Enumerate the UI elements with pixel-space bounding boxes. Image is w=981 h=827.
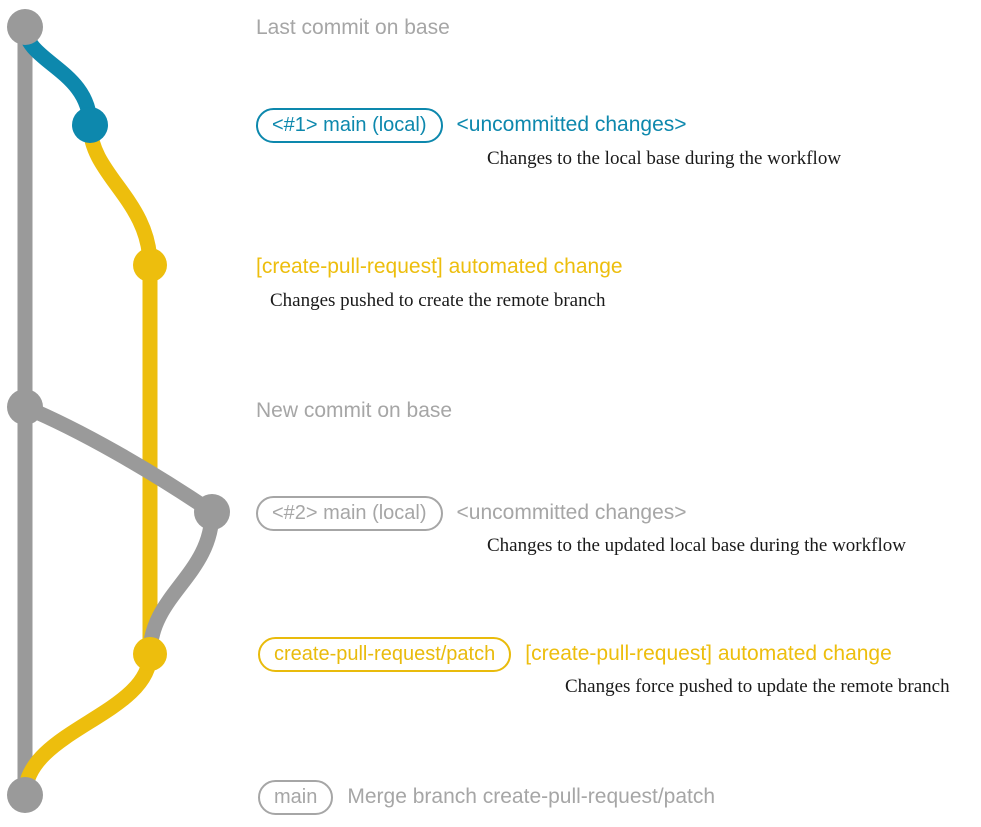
commit-subject-local-2: <uncommitted changes> (456, 501, 687, 524)
commit-node-new-commit-on-base[interactable] (7, 389, 43, 425)
patch-merge-line (17, 646, 158, 803)
commit-node-automated-change-1[interactable] (133, 248, 167, 282)
commit-description-automated-change-1: Changes pushed to create the remote bran… (270, 290, 606, 311)
ref-badge-local-1[interactable]: <#1> main (local) (256, 108, 443, 143)
entry-local-uncommitted-2: <#2> main (local) <uncommitted changes> (256, 496, 687, 531)
commit-subject-automated-change-1: [create-pull-request] automated change (256, 255, 623, 278)
commit-node-merge[interactable] (7, 777, 43, 813)
ref-badge-main[interactable]: main (258, 780, 334, 815)
commit-node-patch[interactable] (133, 637, 167, 671)
commit-subject-automated-change-2: [create-pull-request] automated change (525, 642, 892, 665)
commit-node-local-2[interactable] (194, 494, 230, 530)
heading-new-commit-on-base: New commit on base (256, 399, 453, 422)
local-branch-line-2 (17, 399, 220, 520)
commit-subject-local-1: <uncommitted changes> (456, 113, 687, 136)
local-to-patch-line (142, 504, 220, 662)
commit-node-local-1[interactable] (72, 107, 108, 143)
commit-description-local-2: Changes to the updated local base during… (487, 535, 906, 556)
heading-last-commit-on-base: Last commit on base (256, 16, 450, 39)
entry-merge-commit: main Merge branch create-pull-request/pa… (258, 780, 715, 815)
commit-description-local-1: Changes to the local base during the wor… (487, 148, 842, 169)
commit-description-automated-change-2: Changes force pushed to update the remot… (565, 676, 950, 697)
commit-node-last-commit-on-base[interactable] (7, 9, 43, 45)
patch-branch-line-1 (82, 117, 158, 662)
ref-badge-local-2[interactable]: <#2> main (local) (256, 496, 443, 531)
entry-local-uncommitted-1: <#1> main (local) <uncommitted changes> (256, 108, 687, 143)
commit-subject-merge: Merge branch create-pull-request/patch (347, 785, 716, 808)
ref-badge-patch[interactable]: create-pull-request/patch (258, 637, 512, 672)
entry-automated-change-2: create-pull-request/patch [create-pull-r… (258, 637, 892, 672)
